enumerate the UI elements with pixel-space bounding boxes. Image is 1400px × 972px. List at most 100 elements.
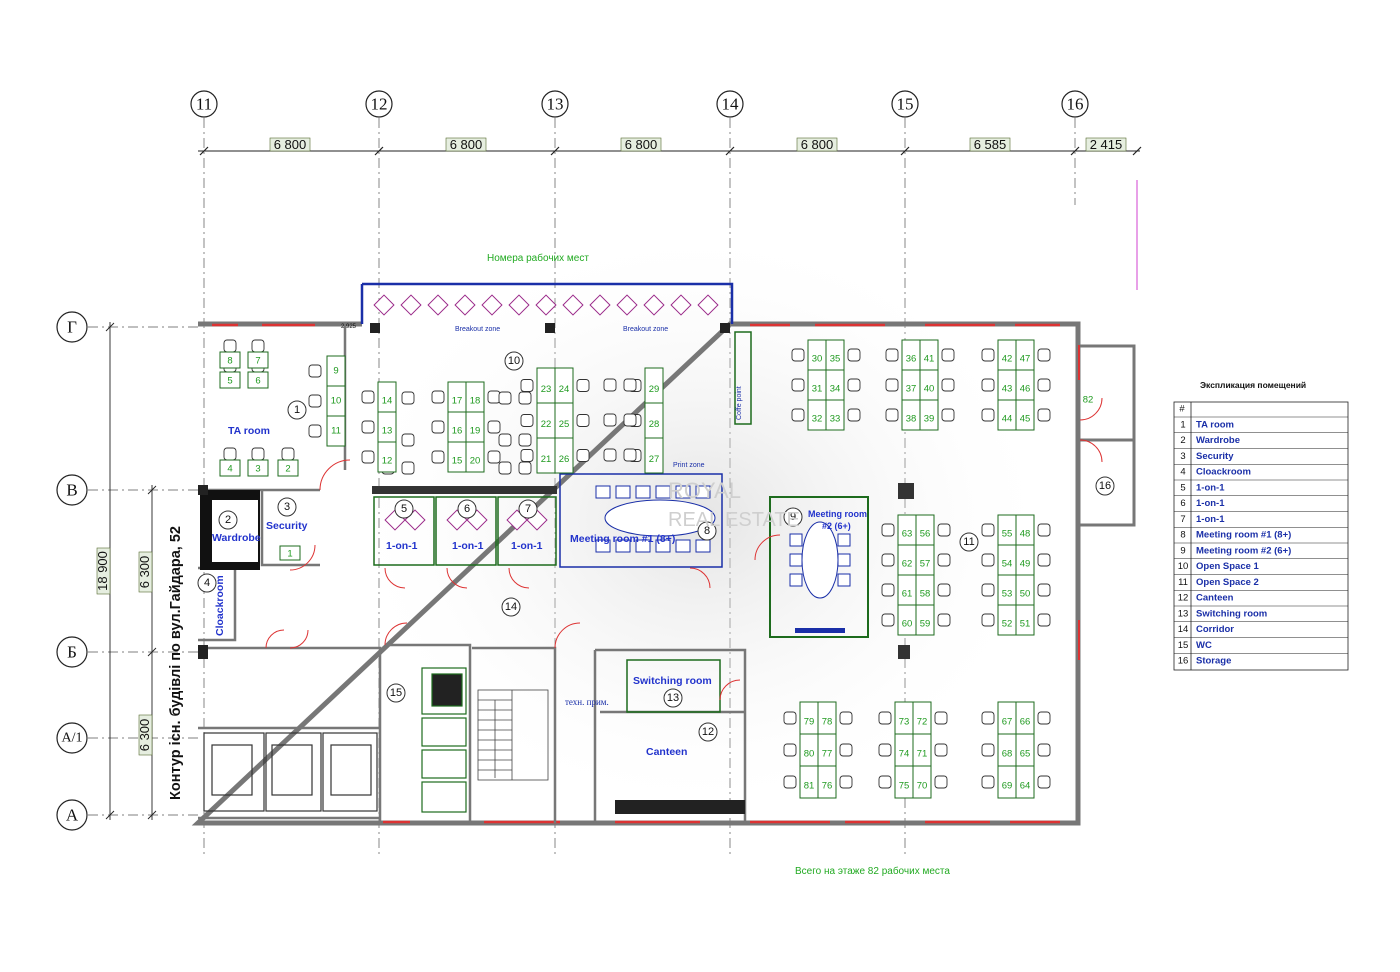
- dim-label-4: 6 800: [796, 137, 838, 152]
- desk-number: 46: [1020, 384, 1031, 395]
- desk: [912, 765, 932, 799]
- svg-text:12: 12: [371, 95, 388, 114]
- svg-text:6 800: 6 800: [625, 137, 658, 152]
- legend-row-number: 3: [1180, 451, 1185, 462]
- desk: [247, 459, 269, 477]
- room-label-1on1-c: 1-on-1: [511, 540, 543, 552]
- breakout-zone-label-a: Breakout zone: [455, 326, 500, 333]
- chair-icon: [847, 408, 861, 422]
- legend-row-name: Security: [1196, 451, 1234, 462]
- staircase: [477, 689, 549, 781]
- chair-icon: [518, 391, 532, 405]
- chair-icon: [783, 743, 797, 757]
- desk: [277, 459, 299, 477]
- axis-bubble-14: 14: [716, 90, 744, 118]
- legend-row-number: 14: [1178, 624, 1189, 635]
- breakout-chair-icon: [697, 294, 719, 316]
- meeting-chair-icon: [837, 553, 851, 567]
- desk-number: 73: [899, 717, 910, 728]
- dim-left-total: 18 900: [95, 547, 111, 595]
- svg-text:16: 16: [1099, 480, 1111, 492]
- chair-icon: [623, 413, 637, 427]
- desk-number: 76: [822, 781, 833, 792]
- meeting-chair-icon: [595, 485, 611, 499]
- chair-icon: [937, 523, 951, 537]
- breakout-chair-icon: [562, 294, 584, 316]
- desk-number: 72: [917, 717, 928, 728]
- chair-icon: [791, 408, 805, 422]
- chair-icon: [878, 743, 892, 757]
- chair-icon: [281, 447, 295, 461]
- chair-icon: [308, 394, 322, 408]
- desk-number: 23: [541, 384, 552, 395]
- svg-text:Г: Г: [67, 318, 77, 337]
- room-number-12: 12: [698, 722, 718, 742]
- dim-left-lower: 6 300: [137, 714, 153, 756]
- meeting-chair-icon: [695, 539, 711, 553]
- desk-number: 19: [470, 426, 481, 437]
- watermark-line2: REAL ESTATE: [668, 509, 800, 531]
- desk-number: 67: [1002, 717, 1013, 728]
- column-7: [198, 645, 208, 659]
- legend-row-name: Wardrobe: [1196, 435, 1240, 446]
- legend-row-number: 15: [1178, 640, 1189, 651]
- chair-icon: [839, 711, 853, 725]
- column-4: [898, 483, 914, 499]
- legend-row-name: Corridor: [1196, 624, 1234, 635]
- desk-number: 8: [227, 356, 232, 367]
- desk-number: 13: [382, 426, 393, 437]
- chair-icon: [487, 390, 501, 404]
- desk-number: 70: [917, 781, 928, 792]
- chair-icon: [401, 433, 415, 447]
- canteen-counter: [615, 800, 745, 814]
- chair-icon: [361, 420, 375, 434]
- legend-row-name: 1-on-1: [1196, 514, 1225, 525]
- room-label-ta: TA room: [228, 425, 270, 437]
- desk-number: 74: [899, 749, 910, 760]
- chair-icon: [881, 553, 895, 567]
- chair-icon: [498, 391, 512, 405]
- chair-icon: [881, 523, 895, 537]
- desk-number: 31: [812, 384, 823, 395]
- chair-icon: [981, 523, 995, 537]
- chair-icon: [487, 420, 501, 434]
- chair-icon: [520, 449, 534, 462]
- chair-icon: [1037, 553, 1051, 567]
- meeting-room-2-table: [801, 521, 839, 599]
- one-on-one-rooms: [373, 496, 557, 566]
- desk: [377, 441, 397, 473]
- desk-number: 40: [924, 384, 935, 395]
- meeting-chair-icon: [675, 485, 691, 499]
- breakout-chair-icon: [616, 294, 638, 316]
- desk-number: 48: [1020, 529, 1031, 540]
- desk: [554, 437, 574, 474]
- desk: [219, 371, 241, 389]
- svg-text:6 300: 6 300: [137, 556, 152, 589]
- desk-number: 3: [255, 464, 260, 475]
- meeting-chair-icon: [615, 539, 631, 553]
- chair-icon: [251, 447, 265, 461]
- legend-row-number: 4: [1180, 467, 1185, 478]
- chair-icon: [401, 391, 415, 405]
- svg-text:5: 5: [401, 503, 407, 515]
- svg-text:11: 11: [963, 536, 974, 548]
- desk-number: 45: [1020, 414, 1031, 425]
- room-number-10: 10: [504, 351, 524, 371]
- desk-number: 1: [287, 549, 292, 560]
- chair-icon: [783, 711, 797, 725]
- desk-number: 44: [1002, 414, 1013, 425]
- room-number-4: 4: [197, 573, 217, 593]
- desk-number: 81: [804, 781, 815, 792]
- chair-icon: [498, 433, 512, 447]
- column-2: [545, 323, 555, 333]
- desk-number: 34: [830, 384, 841, 395]
- chair-icon: [431, 420, 445, 434]
- legend-row-name: 1-on-1: [1196, 482, 1225, 493]
- meeting-chair-icon: [635, 539, 651, 553]
- desk-number: 61: [902, 589, 913, 600]
